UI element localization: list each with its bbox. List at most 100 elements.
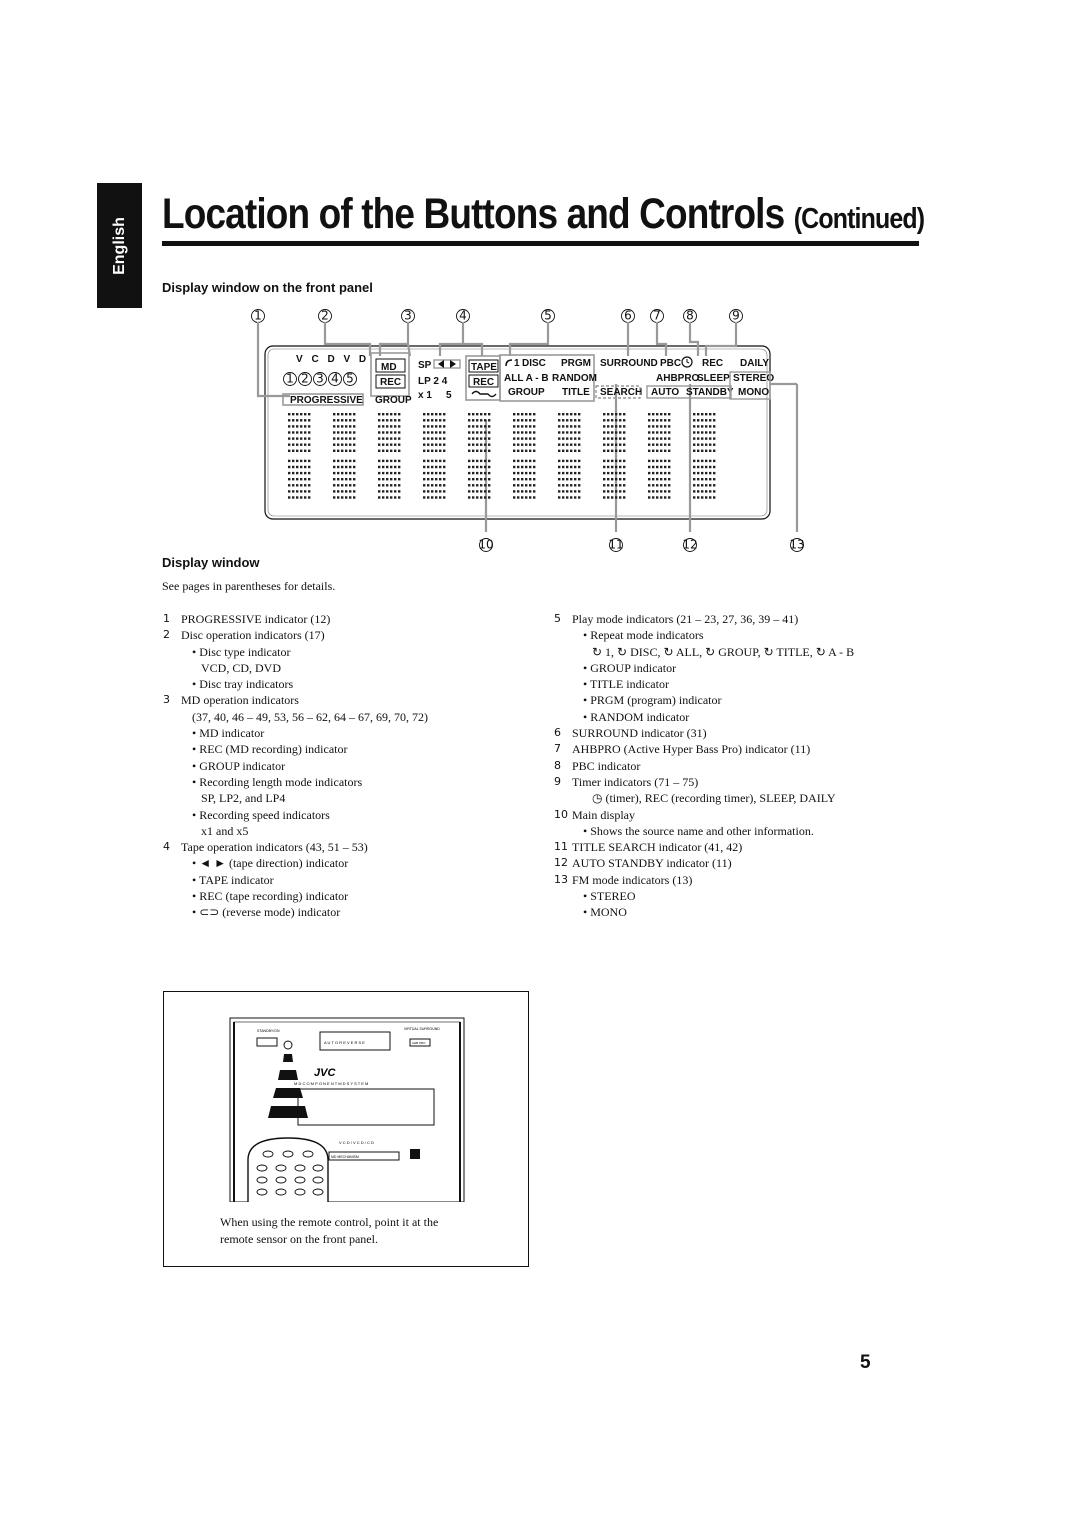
item-number: 10 — [554, 807, 568, 821]
item-number: 11 — [554, 840, 568, 854]
item-text: MD operation indicators — [181, 693, 299, 708]
callout-7-label: 7 — [653, 309, 661, 323]
group-play-indicator: GROUP — [508, 387, 545, 398]
disc-indicator: DISC — [522, 358, 546, 369]
vcd-label: V C D / V C D / C D — [339, 1140, 374, 1145]
surround-indicator: SURROUND — [600, 358, 658, 369]
ahbpro-indicator: AHBPRO — [656, 373, 700, 384]
language-tab: English — [97, 183, 142, 308]
list-subitem: • ⊂⊃ (reverse mode) indicator — [192, 905, 341, 920]
tape-direction-icon — [438, 360, 456, 368]
item-text: Timer indicators (71 – 75) — [572, 774, 699, 789]
list-subitem: • ◄ ► (tape direction) indicator — [192, 856, 349, 871]
item-text: SURROUND indicator (31) — [572, 726, 707, 741]
item-text: Main display — [572, 807, 635, 822]
main-display — [288, 413, 716, 499]
callout-13 — [790, 538, 804, 552]
list-subitem: • TAPE indicator — [192, 872, 274, 887]
mono-indicator: MONO — [738, 387, 769, 398]
tray-2 — [298, 372, 312, 386]
display-panel-outline — [264, 345, 771, 520]
callout-3-label: 3 — [404, 309, 412, 323]
callout-9-label: 9 — [732, 309, 740, 323]
list-subitem: • Repeat mode indicators — [583, 628, 704, 643]
list-subitem-detail: SP, LP2, and LP4 — [201, 791, 286, 806]
list-subitem: • TITLE indicator — [583, 677, 669, 692]
list-subitem: • REC (MD recording) indicator — [192, 742, 348, 757]
list-subitem: • Recording speed indicators — [192, 807, 330, 822]
remote-sensor-icon — [283, 1040, 293, 1050]
standby-indicator: STANDBY — [686, 387, 734, 398]
list-subitem: (37, 40, 46 – 49, 53, 56 – 62, 64 – 67, … — [192, 709, 428, 724]
list-subitem: • MD indicator — [192, 726, 265, 741]
md-rec-indicator: REC — [380, 377, 401, 388]
remote-sensor-box: STANDBY/ON A U T O R E V E R S E VIRTUAL… — [163, 991, 529, 1267]
standby-button — [256, 1037, 278, 1047]
item-number: 8 — [554, 758, 561, 772]
tape-rec-indicator: REC — [473, 377, 494, 388]
list-subitem: • REC (tape recording) indicator — [192, 889, 349, 904]
md-indicator: MD — [381, 362, 397, 373]
callout-8-label: 8 — [686, 309, 694, 323]
sp-indicator: SP — [418, 360, 432, 371]
title-rule — [162, 241, 919, 246]
progressive-indicator: PROGRESSIVE — [290, 395, 363, 406]
list-subitem: • Disc tray indicators — [192, 677, 294, 692]
right-indicators: SURROUND PBC REC DAILY AHBPRO SLEEP STER… — [595, 356, 774, 400]
item-number: 6 — [554, 726, 561, 740]
all-ab-indicator: ALL A - B — [504, 373, 549, 384]
tray-5 — [343, 372, 357, 386]
remote-caption-line1: When using the remote control, point it … — [220, 1215, 439, 1229]
remote-signal-beams — [268, 1054, 308, 1118]
repeat-icon — [505, 359, 513, 367]
item-number: 4 — [163, 840, 170, 854]
list-subitem: • MONO — [583, 905, 627, 920]
remote-buttons — [256, 1150, 324, 1196]
ahb-button — [409, 1038, 431, 1047]
item-text: PBC indicator — [572, 758, 641, 773]
tape-indicator: TAPE — [471, 362, 497, 373]
list-subitem: • Disc type indicator — [192, 644, 291, 659]
tray-4 — [328, 372, 342, 386]
vcdvd-label: V C D V D — [296, 354, 369, 365]
item-text: Disc operation indicators (17) — [181, 628, 325, 643]
page-title: Location of the Buttons and Controls (Co… — [162, 190, 925, 239]
list-item: 8 PBC indicator — [554, 758, 854, 774]
pbc-indicator: PBC — [660, 358, 681, 369]
title-indicator: TITLE — [562, 387, 590, 398]
page-reference-note: See pages in parentheses for details. — [162, 579, 336, 593]
auto-indicator: AUTO — [651, 387, 679, 398]
tray-1 — [283, 372, 297, 386]
md-group: MD REC GROUP SP LP 2 4 x 1 5 — [370, 352, 452, 406]
list-item: 12 AUTO STANDBY indicator (11) — [554, 855, 854, 871]
x5-indicator: 5 — [446, 390, 452, 401]
item-number: 12 — [554, 856, 568, 870]
callout-11 — [609, 538, 623, 552]
page-number: 5 — [860, 1352, 871, 1373]
item-number: 13 — [554, 872, 568, 886]
remote-caption-line2: remote sensor on the front panel. — [220, 1232, 378, 1246]
item-text: AHBPRO (Active Hyper Bass Pro) indicator… — [572, 742, 811, 757]
list-subitem-detail: VCD, CD, DVD — [201, 660, 282, 675]
item-text: Tape operation indicators (43, 51 – 53) — [181, 840, 368, 855]
list-item: 4 Tape operation indicators (43, 51 – 53) — [163, 839, 428, 855]
auto-reverse-label: A U T O R E V E R S E — [324, 1040, 365, 1045]
callout-6-label: 6 — [624, 309, 632, 323]
list-item: 10 Main display — [554, 807, 854, 823]
unit-display — [297, 1088, 435, 1126]
list-subitem-detail: x1 and x5 — [201, 823, 249, 838]
reverse-mode-icon — [471, 390, 497, 398]
item-text: FM mode indicators (13) — [572, 872, 693, 887]
md-group-indicator: GROUP — [375, 395, 412, 406]
tray-1-label: 1 — [286, 372, 294, 386]
search-indicator: SEARCH — [600, 387, 642, 398]
item-text: AUTO STANDBY indicator (11) — [572, 856, 732, 871]
